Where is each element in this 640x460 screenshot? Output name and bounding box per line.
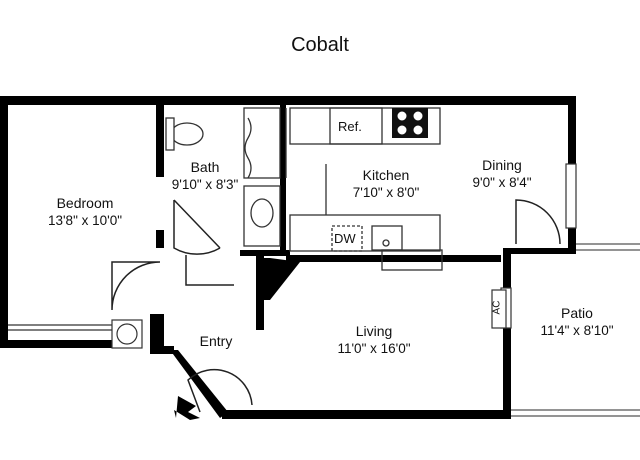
kitchen-wall-short — [286, 255, 501, 262]
bedroom-bottom-wall — [0, 340, 112, 348]
patio-left-wall-lower — [503, 328, 511, 410]
lower-counter — [289, 214, 441, 252]
room-label-bedroom: Bedroom 13'8" x 10'0" — [20, 194, 150, 230]
stove-icon — [392, 108, 428, 138]
room-name: Bath — [190, 159, 220, 175]
left-wall — [0, 96, 8, 346]
dw-box — [331, 225, 363, 252]
room-label-living: Living 11'0" x 16'0" — [318, 322, 430, 358]
dining-window — [565, 163, 577, 229]
entry-diagonal-wall — [170, 350, 228, 418]
bedroom-door — [111, 261, 161, 311]
closet-diagonal-wall — [262, 258, 300, 300]
room-dims: 13'8" x 10'0" — [47, 213, 123, 228]
top-wall — [0, 96, 575, 105]
room-label-bath: Bath 9'10" x 8'3" — [162, 158, 248, 194]
bottom-wall — [222, 410, 511, 419]
patio-top-stub — [503, 248, 576, 254]
room-label-dining: Dining 9'0" x 8'4" — [456, 156, 548, 192]
refrigerator-label: Ref. — [338, 119, 362, 134]
sink-icon — [250, 198, 274, 228]
bedroom-right-wall — [156, 105, 164, 177]
room-name: Patio — [561, 305, 593, 321]
toilet-icon — [170, 122, 204, 146]
bedroom-right-wall-lower — [156, 230, 164, 248]
room-dims: 7'10" x 8'0" — [352, 185, 420, 200]
bath-door — [173, 200, 221, 255]
bath-bottom-wall — [240, 250, 290, 256]
right-wall-mid — [568, 228, 576, 248]
island — [381, 249, 443, 271]
room-dims: 11'4" x 8'10" — [540, 323, 614, 338]
entry-wall — [150, 346, 174, 354]
room-label-patio: Patio 11'4" x 8'10" — [520, 304, 634, 340]
closet-door — [185, 255, 234, 286]
bath-right-wall — [280, 105, 286, 255]
bathtub — [243, 107, 281, 179]
dining-door — [515, 199, 561, 245]
room-dims: 9'10" x 8'3" — [171, 177, 239, 192]
ac-label: AC — [491, 300, 503, 315]
bedroom-bottom-wall-b — [150, 314, 164, 350]
room-name: Bedroom — [56, 195, 114, 211]
plan-title: Cobalt — [291, 34, 349, 56]
patio-outline — [511, 243, 640, 417]
entry-arrow-icon — [174, 396, 200, 420]
patio-left-wall — [503, 248, 511, 288]
upper-counter — [289, 107, 441, 145]
ac-box — [491, 289, 507, 329]
room-name: Kitchen — [362, 167, 410, 183]
room-dims: 11'0" x 16'0" — [337, 341, 411, 356]
room-dims: 9'0" x 8'4" — [472, 175, 532, 190]
entry-door — [187, 368, 253, 413]
doors — [111, 199, 561, 413]
room-name: Living — [355, 323, 393, 339]
walls — [0, 96, 576, 419]
room-name: Entry — [199, 333, 233, 349]
bath-fixtures — [165, 107, 287, 247]
room-label-kitchen: Kitchen 7'10" x 8'0" — [336, 166, 436, 202]
room-label-entry: Entry — [186, 332, 246, 350]
bedroom-closet — [8, 319, 143, 349]
closet-wall — [256, 256, 264, 330]
dishwasher-label: DW — [334, 231, 356, 246]
right-wall-upper — [568, 96, 576, 164]
room-name: Dining — [482, 157, 522, 173]
water-heater — [111, 319, 143, 349]
kitchen-fixtures — [289, 107, 443, 271]
